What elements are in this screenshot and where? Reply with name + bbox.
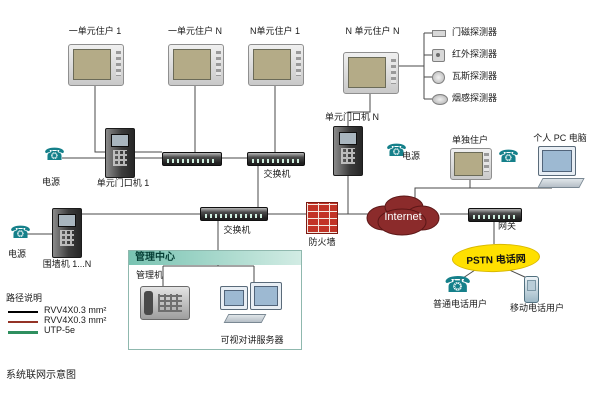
- power-3-label: 电源: [8, 249, 27, 259]
- server-monitor: [250, 282, 282, 310]
- management-center-box: 管理中心: [128, 250, 302, 350]
- diagram-title: 系统联网示意图: [6, 370, 76, 381]
- phone-icon: [498, 148, 519, 165]
- phone-user-label: 普通电话用户: [432, 299, 487, 309]
- internet-cloud: Internet: [362, 192, 444, 243]
- phone-keypad: [158, 294, 182, 312]
- power-phone-icon-3: [10, 224, 31, 241]
- sensor-3-label: 瓦斯探测器: [452, 71, 498, 81]
- monitor-1-label: 一单元住户 1: [68, 26, 122, 36]
- personal-pc-icon: [537, 146, 585, 188]
- door-station-keypad: [113, 150, 127, 166]
- cloud-icon: Internet: [366, 195, 440, 236]
- mobile-user-label: 移动电话用户: [509, 303, 564, 313]
- monitor-4-label: N 单元住户 N: [345, 26, 400, 36]
- indoor-monitor-4: [343, 52, 399, 94]
- management-console-icon: [140, 286, 190, 320]
- management-console-label: 管理机: [136, 270, 164, 280]
- legend-title: 路径说明: [6, 293, 43, 303]
- power-1-label: 电源: [42, 177, 61, 187]
- internet-label: Internet: [384, 211, 421, 223]
- monitor-screen: [252, 49, 292, 80]
- monitor-screen: [72, 49, 112, 80]
- gas-sensor-icon: [432, 71, 445, 84]
- single-resident-label: 单独住户: [451, 135, 488, 145]
- sensor-1-label: 门磁探测器: [452, 27, 498, 37]
- switch-top-left: [162, 152, 222, 166]
- phone-handset: [144, 291, 153, 315]
- monitor-buttons: [484, 153, 490, 173]
- smoke-sensor-icon: [432, 94, 448, 105]
- door-station-screen: [339, 132, 357, 145]
- infrared-sensor-icon: [432, 49, 445, 62]
- sensor-4-label: 烟感探测器: [452, 93, 498, 103]
- firewall-label: 防火墙: [308, 237, 336, 247]
- monitor-buttons: [215, 50, 221, 77]
- personal-pc-label: 个人 PC 电脑: [533, 133, 587, 143]
- wall-station-label: 围墙机 1...N: [42, 259, 92, 269]
- door-station-n-label: 单元门口机 N: [324, 112, 379, 122]
- power-2-label: 电源: [402, 151, 421, 161]
- switch-top-right: [247, 152, 305, 166]
- switch-main-label: 交换机: [223, 225, 251, 235]
- monitor-buttons: [295, 50, 301, 77]
- door-station-keypad: [341, 148, 355, 164]
- door-station-n: [333, 126, 363, 176]
- intercom-server-icon: [220, 282, 286, 332]
- mobile-phone-icon: [524, 276, 539, 303]
- indoor-monitor-3: [248, 44, 304, 86]
- monitor-screen: [172, 49, 212, 80]
- door-station-keypad: [60, 230, 74, 246]
- single-resident-monitor: [450, 148, 492, 180]
- door-station-screen: [111, 134, 129, 147]
- monitor-screen: [347, 57, 387, 88]
- door-station-1-label: 单元门口机 1: [96, 178, 150, 188]
- legend-line-1: [8, 311, 38, 313]
- legend-label-1: RVV4X0.3 mm²: [44, 305, 107, 315]
- legend-line-2: [8, 321, 38, 323]
- monitor-buttons: [390, 58, 396, 85]
- legend-label-2: RVV4X0.3 mm²: [44, 315, 107, 325]
- server-monitor: [220, 286, 248, 310]
- firewall-icon: [306, 202, 338, 234]
- indoor-monitor-1: [68, 44, 124, 86]
- monitor-2-label: 一单元住户 N: [167, 26, 222, 36]
- telephone-user-icon: [444, 274, 471, 296]
- indoor-monitor-2: [168, 44, 224, 86]
- legend-label-3: UTP-5e: [44, 325, 76, 335]
- server-keyboard: [223, 314, 267, 323]
- sensor-2-label: 红外探测器: [452, 49, 498, 59]
- power-phone-icon-1: [44, 146, 65, 163]
- door-station-1: [105, 128, 135, 178]
- gateway-switch: [468, 208, 522, 222]
- door-magnet-sensor-icon: [432, 30, 446, 37]
- intercom-server-label: 可视对讲服务器: [220, 335, 284, 345]
- management-center-header: 管理中心: [129, 251, 301, 265]
- switch-top-label: 交换机: [263, 169, 291, 179]
- pc-monitor: [538, 146, 576, 176]
- monitor-buttons: [115, 50, 121, 77]
- wall-station: [52, 208, 82, 258]
- pc-keyboard: [537, 178, 585, 188]
- monitor-screen: [453, 152, 483, 176]
- gateway-label: 网关: [498, 221, 517, 231]
- switch-main: [200, 207, 268, 221]
- monitor-3-label: N单元住户 1: [249, 26, 300, 36]
- legend-line-3: [8, 331, 38, 334]
- door-station-screen: [58, 214, 76, 227]
